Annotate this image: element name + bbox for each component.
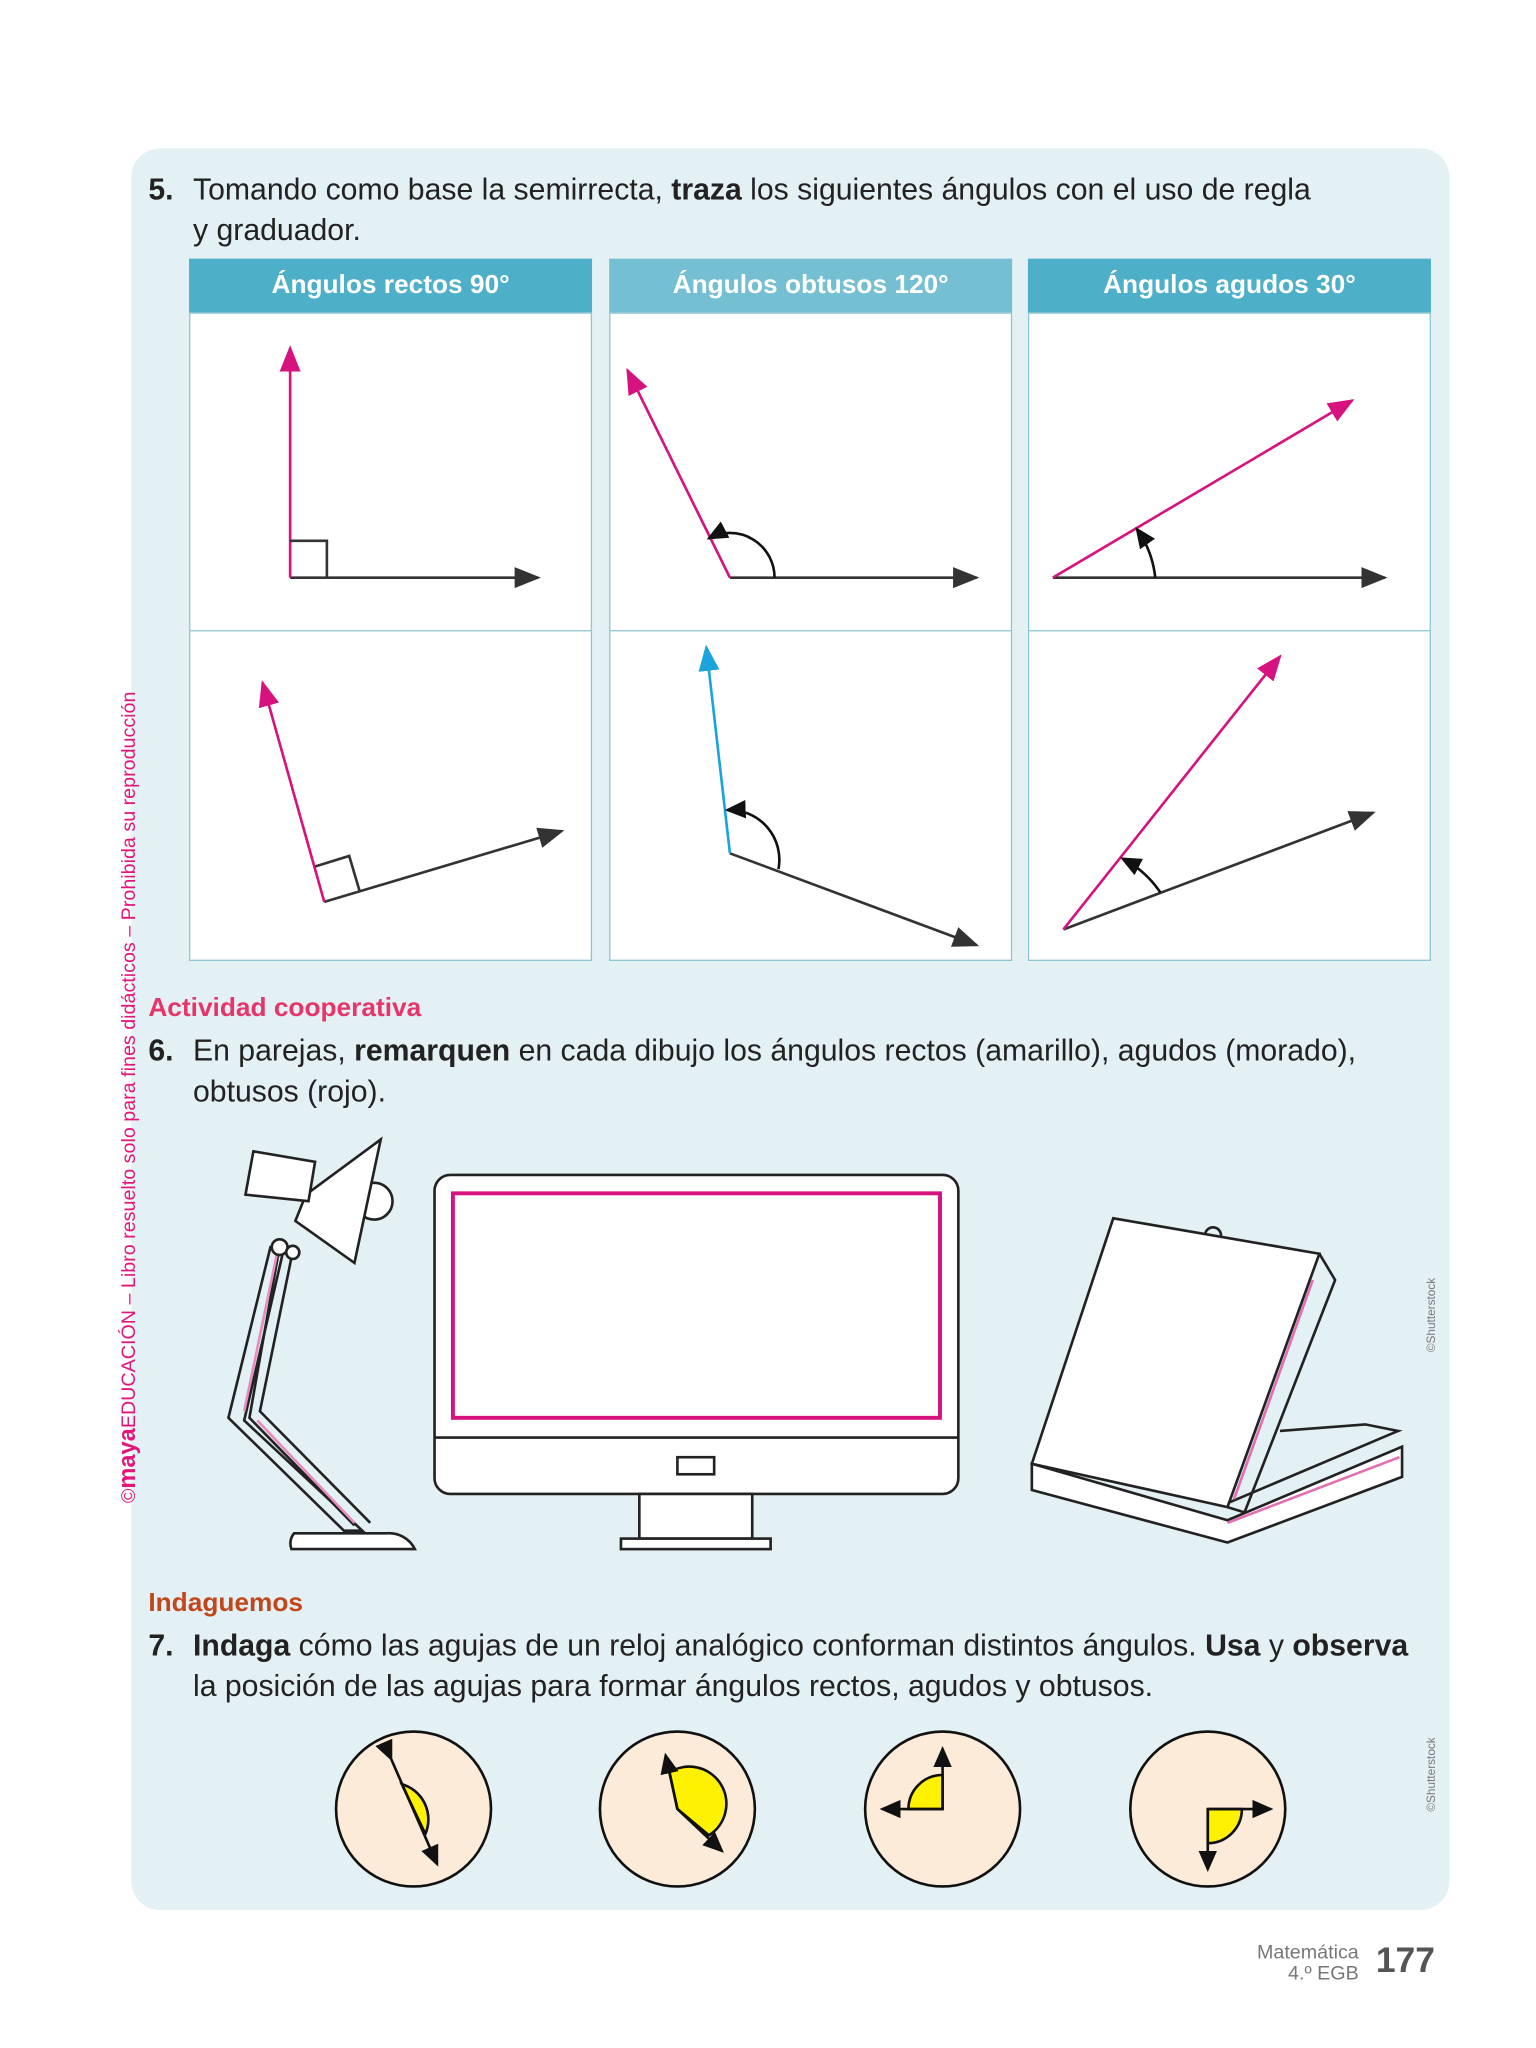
question-5: 5.Tomando como base la semirrecta, traza…	[148, 171, 1311, 247]
header-right-angles: Ángulos rectos 90°	[189, 258, 593, 313]
header-obtuse-angles: Ángulos obtusos 120°	[609, 258, 1013, 313]
credit-shutterstock: ©Shutterstock	[1424, 1277, 1438, 1353]
copyright-notice: ©mayaEDUCACIÓN – Libro resuelto solo par…	[114, 691, 141, 1504]
question-7: 7.Indaga cómo las agujas de un reloj ana…	[148, 1627, 1409, 1703]
angles-table: Ángulos rectos 90° Ángulos obtusos 120° …	[189, 258, 1431, 961]
section-inquiry: Indaguemos	[148, 1588, 303, 1618]
question-6: 6.En parejas, remarquen en cada dibujo l…	[148, 1033, 1357, 1109]
header-acute-angles: Ángulos agudos 30°	[1027, 258, 1431, 313]
page-number: 177	[1375, 1940, 1435, 1980]
credit-shutterstock: ©Shutterstock	[1424, 1737, 1438, 1812]
section-cooperative: Actividad cooperativa	[148, 993, 422, 1023]
